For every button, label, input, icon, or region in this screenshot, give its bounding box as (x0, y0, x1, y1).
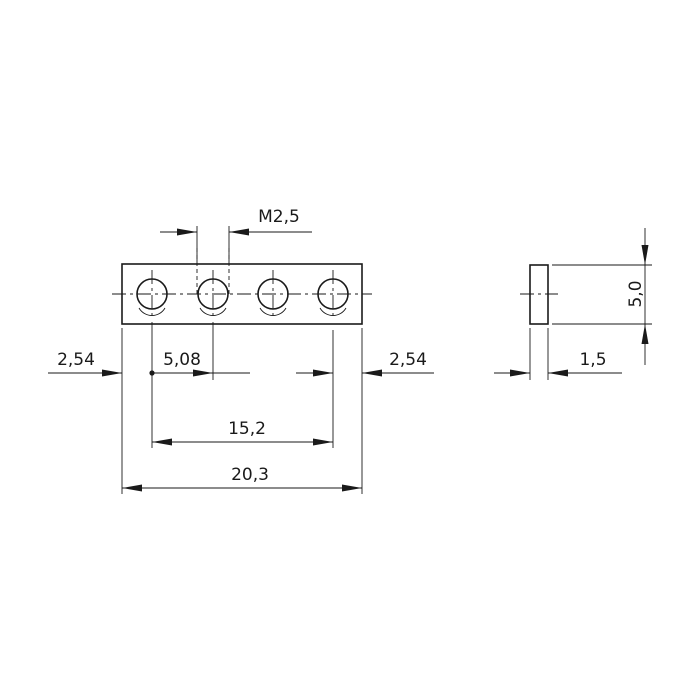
hole-span-label: 15,2 (228, 419, 266, 439)
overall-length-label: 20,3 (231, 465, 269, 485)
front-view (112, 248, 372, 325)
right-edge-label: 2,54 (389, 350, 427, 370)
thread-dimension: M2,5 (160, 207, 312, 262)
pitch-label: 5,08 (163, 350, 201, 370)
side-outline (529, 264, 549, 325)
overall-length-dimension: 20,3 (122, 465, 362, 492)
height-label: 5,0 (626, 280, 646, 307)
thickness-dimension: 1,5 (494, 350, 622, 377)
height-dimension: 5,0 (626, 228, 649, 365)
edge-pitch-dimensions: 2,54 5,08 2,54 (48, 350, 434, 377)
thickness-label: 1,5 (579, 350, 606, 370)
hole-span-dimension: 15,2 (152, 419, 333, 446)
thread-label: M2,5 (258, 207, 300, 227)
front-extension-lines (121, 322, 363, 494)
side-view (520, 264, 558, 325)
side-extension-lines (529, 264, 652, 380)
left-edge-label: 2,54 (57, 350, 95, 370)
